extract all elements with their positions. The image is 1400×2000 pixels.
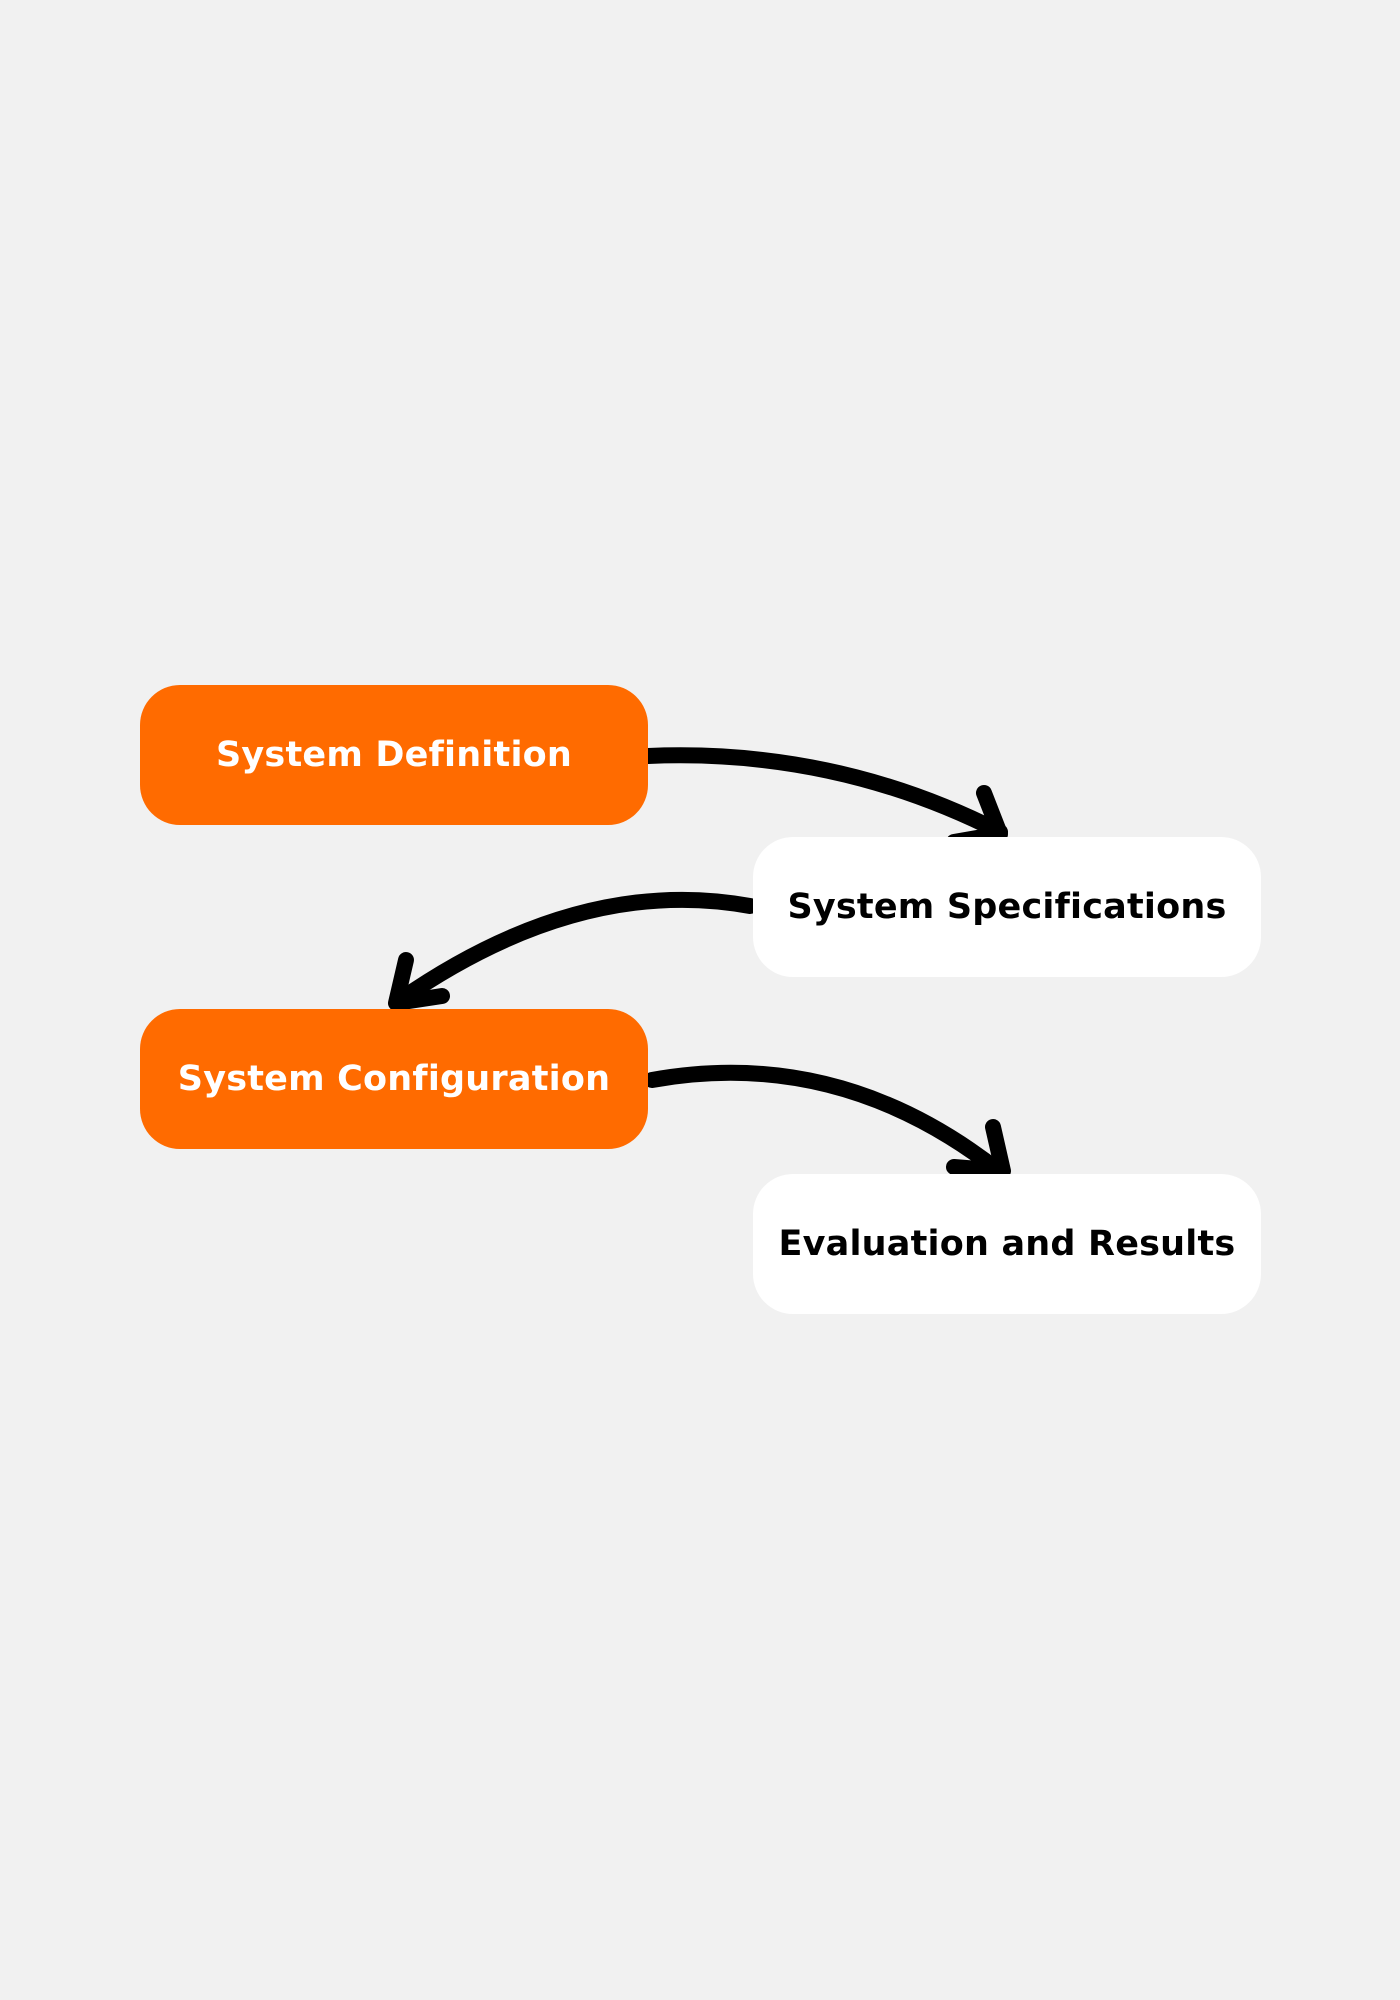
node-evaluation-and-results: Evaluation and Results xyxy=(753,1174,1261,1314)
arrow-specifications-to-configuration xyxy=(388,891,758,1011)
node-system-specifications: System Specifications xyxy=(753,837,1261,977)
arrow-definition-to-specifications xyxy=(640,747,1008,850)
node-system-definition: System Definition xyxy=(140,685,648,825)
node-system-configuration: System Configuration xyxy=(140,1009,648,1149)
arrow-configuration-to-evaluation xyxy=(644,1064,1011,1180)
